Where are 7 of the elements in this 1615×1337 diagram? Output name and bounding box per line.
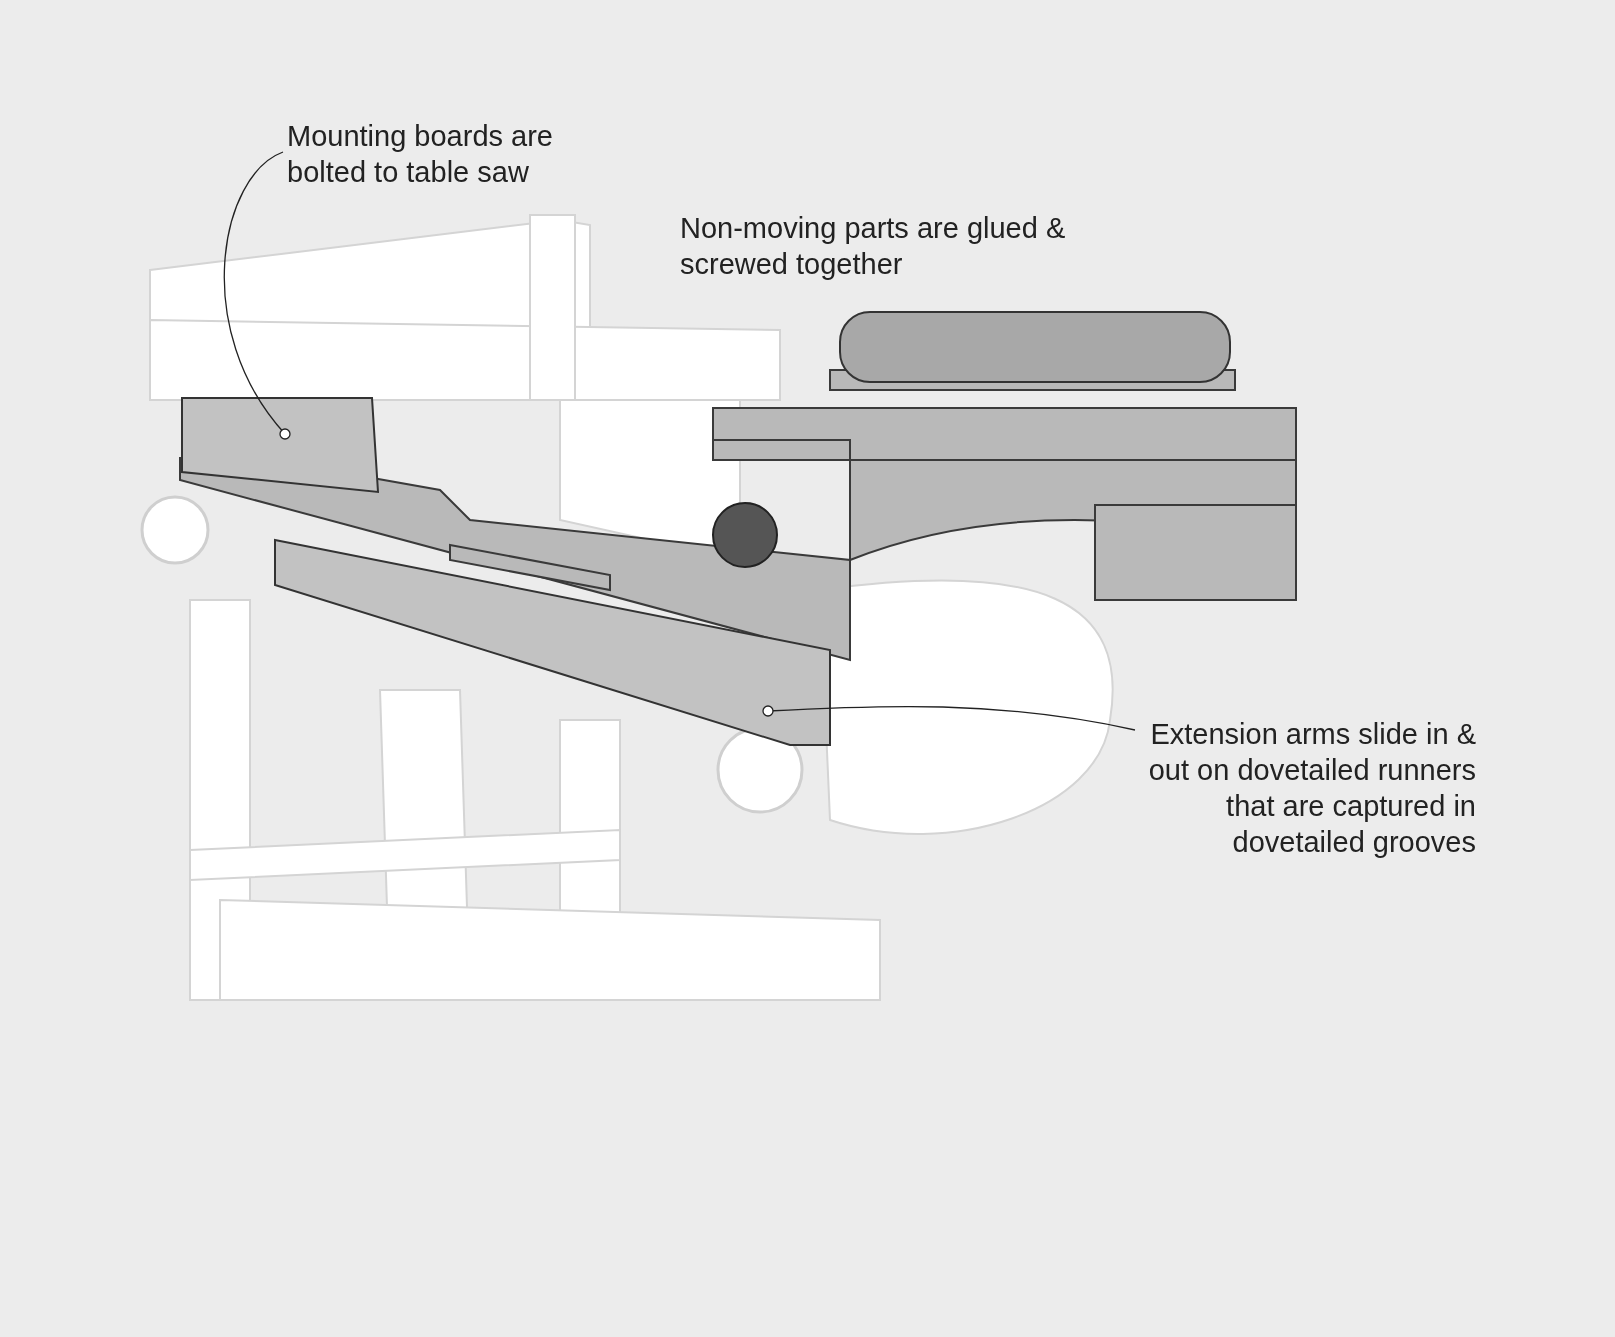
note-text: Non-moving parts are glued & screwed together (680, 211, 1067, 282)
callout-text: Mounting boards are bolted to table saw (287, 118, 607, 190)
leader-line (224, 151, 291, 440)
mounting-board (181, 397, 380, 494)
extension-arm (274, 538, 831, 746)
leader-line (762, 705, 1136, 731)
callout-text: Extension arms slide in & out on dovetailed runners that are captured in dovetailed grooves (1116, 716, 1476, 860)
